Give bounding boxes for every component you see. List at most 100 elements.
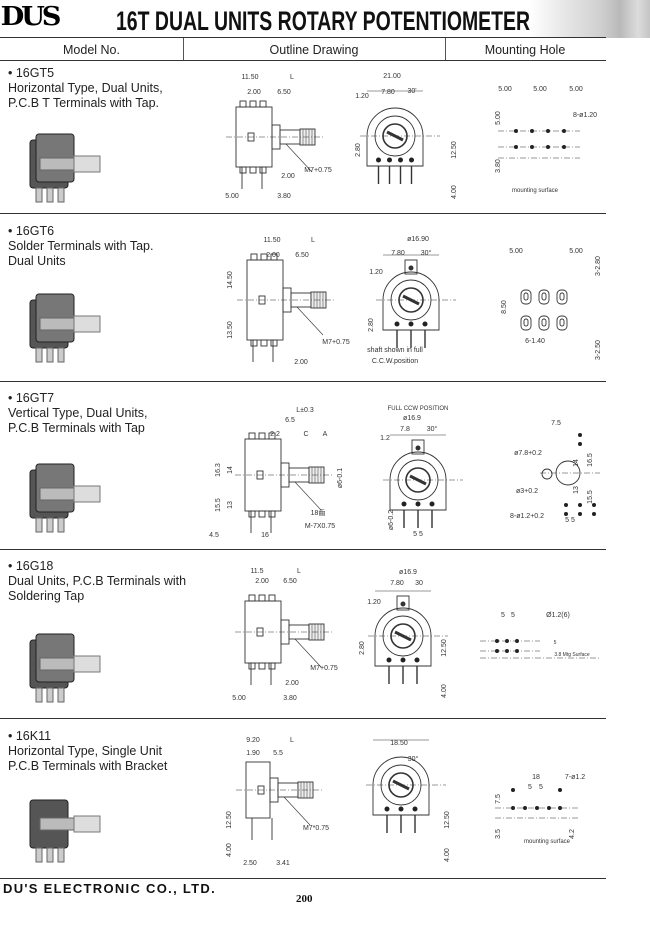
tooth [250,339,258,347]
dimension-label: M7+0.75 [304,167,332,174]
row-divider [0,549,606,550]
leader-line [294,638,322,668]
dus-logo: DUS [0,2,62,32]
mounting-hole [592,512,596,516]
dimension-label: L [290,737,294,744]
solder-lug [556,315,568,331]
row-divider [0,213,606,214]
model-description: Horizontal Type, Single Unit [8,744,163,758]
terminal [422,321,428,327]
dimension-label: 8-ø1.2+0.2 [510,513,544,520]
tooth [270,339,278,347]
dimension-label: 14.50 [227,271,234,289]
dimension-label: 5 5 [413,531,423,538]
dimension-label: 5 [539,784,543,791]
column-divider [445,38,446,60]
tooth [239,166,247,174]
dimension-label: 15.5 [215,498,222,512]
mounting-tab [411,439,425,455]
dimension-label: 12.50 [444,811,451,829]
dimension-label: 16.5 [587,453,594,467]
model-description: Vertical Type, Dual Units, [8,406,148,420]
dimension-label: 4.00 [441,684,448,698]
dimension-label: 7.80 [390,580,404,587]
photo-shaft [73,485,101,503]
model-16GT5: • 16GT5 Horizontal Type, Dual Units, P.C… [8,66,163,111]
dimension-label: 3.5 [495,829,502,839]
dimension-label: 8.50 [501,300,508,314]
dimension-label: 13.50 [227,321,234,339]
dimension-label: 15.5 [587,490,594,504]
dimension-label: 2.00 [294,359,308,366]
dimension-label: 6.50 [277,89,291,96]
dimension-label: M7+0.75 [322,339,350,346]
table-header-top-rule [0,37,606,38]
dimension-label: mounting surface [512,188,559,194]
company-name: DU'S ELECTRONIC CO., LTD. [3,881,217,896]
terminal [394,321,400,327]
tooth [248,594,256,602]
dimension-label: M-7X0.75 [305,523,335,530]
dimension-label: ø6-0.2 [388,510,395,530]
dimension-label: 4.5 [209,532,219,539]
model-description: P.C.B Terminals with Bracket [8,759,168,773]
model-number: • 16GT7 [8,391,55,405]
photo-pin [46,347,54,363]
dimension-label: 6.50 [283,578,297,585]
dimension-label: 3.80 [277,193,291,200]
tooth [258,662,266,670]
tooth [268,510,276,518]
photo-pin [35,517,43,533]
photo-pin [57,687,65,703]
dimension-label: 2.80 [359,641,366,655]
dimension-label: ø6-0.1 [337,468,344,488]
dimension-label: 5.00 [569,248,583,255]
tooth [249,100,257,108]
photo-pin [57,847,65,863]
dimension-label: 30° [408,755,419,763]
dimension-label: 8-ø1.20 [573,112,597,119]
photo-pin [46,517,54,533]
photo-shaft [73,315,101,333]
dimension-label: 18齒 [311,508,326,517]
photo-pin [35,687,43,703]
terminal [412,806,418,812]
model-number: • 16K11 [8,729,52,743]
dimension-label: 2.00 [247,89,261,96]
dimension-label: 5.00 [509,248,523,255]
dimension-label: 12.50 [226,811,233,829]
dimension-label: 2.80 [368,318,375,332]
dimension-label: 5.5 [273,750,283,757]
dimension-label: 9.20 [246,737,260,744]
mounting-hole [578,503,582,507]
tooth [270,253,278,261]
dimension-label: 13 [227,501,234,509]
dimension-label: 3.8 Mtg Surface [554,652,590,658]
column-divider [183,38,184,60]
dimension-label: M7*0.75 [303,825,329,832]
dimension-label: 16.3 [215,463,222,477]
solder-lug [520,315,532,331]
row-divider [0,381,606,382]
terminal [414,657,420,663]
lug-slot [541,318,547,327]
mounting-hole [547,806,551,810]
dimension-label: 5 [554,640,557,646]
page-number: 200 [296,893,313,905]
dimension-label: 13 [573,486,580,494]
model-description: Dual Units [8,254,66,268]
dimension-label: 5.00 [498,86,512,93]
dimension-label: 30 [415,580,423,587]
dimension-label: 5.00 [232,695,246,702]
solder-lug [538,315,550,331]
mounting-hole [578,433,582,437]
terminal [398,157,403,163]
dimension-label: 2.00 [255,578,269,585]
photo-shaft [73,155,101,173]
photo-pin [57,517,65,533]
dimension-label: 2.2 [270,431,280,438]
dimension-label: ø16.9 [399,569,417,576]
tooth [268,662,276,670]
dimension-label: 18.50 [390,740,408,747]
